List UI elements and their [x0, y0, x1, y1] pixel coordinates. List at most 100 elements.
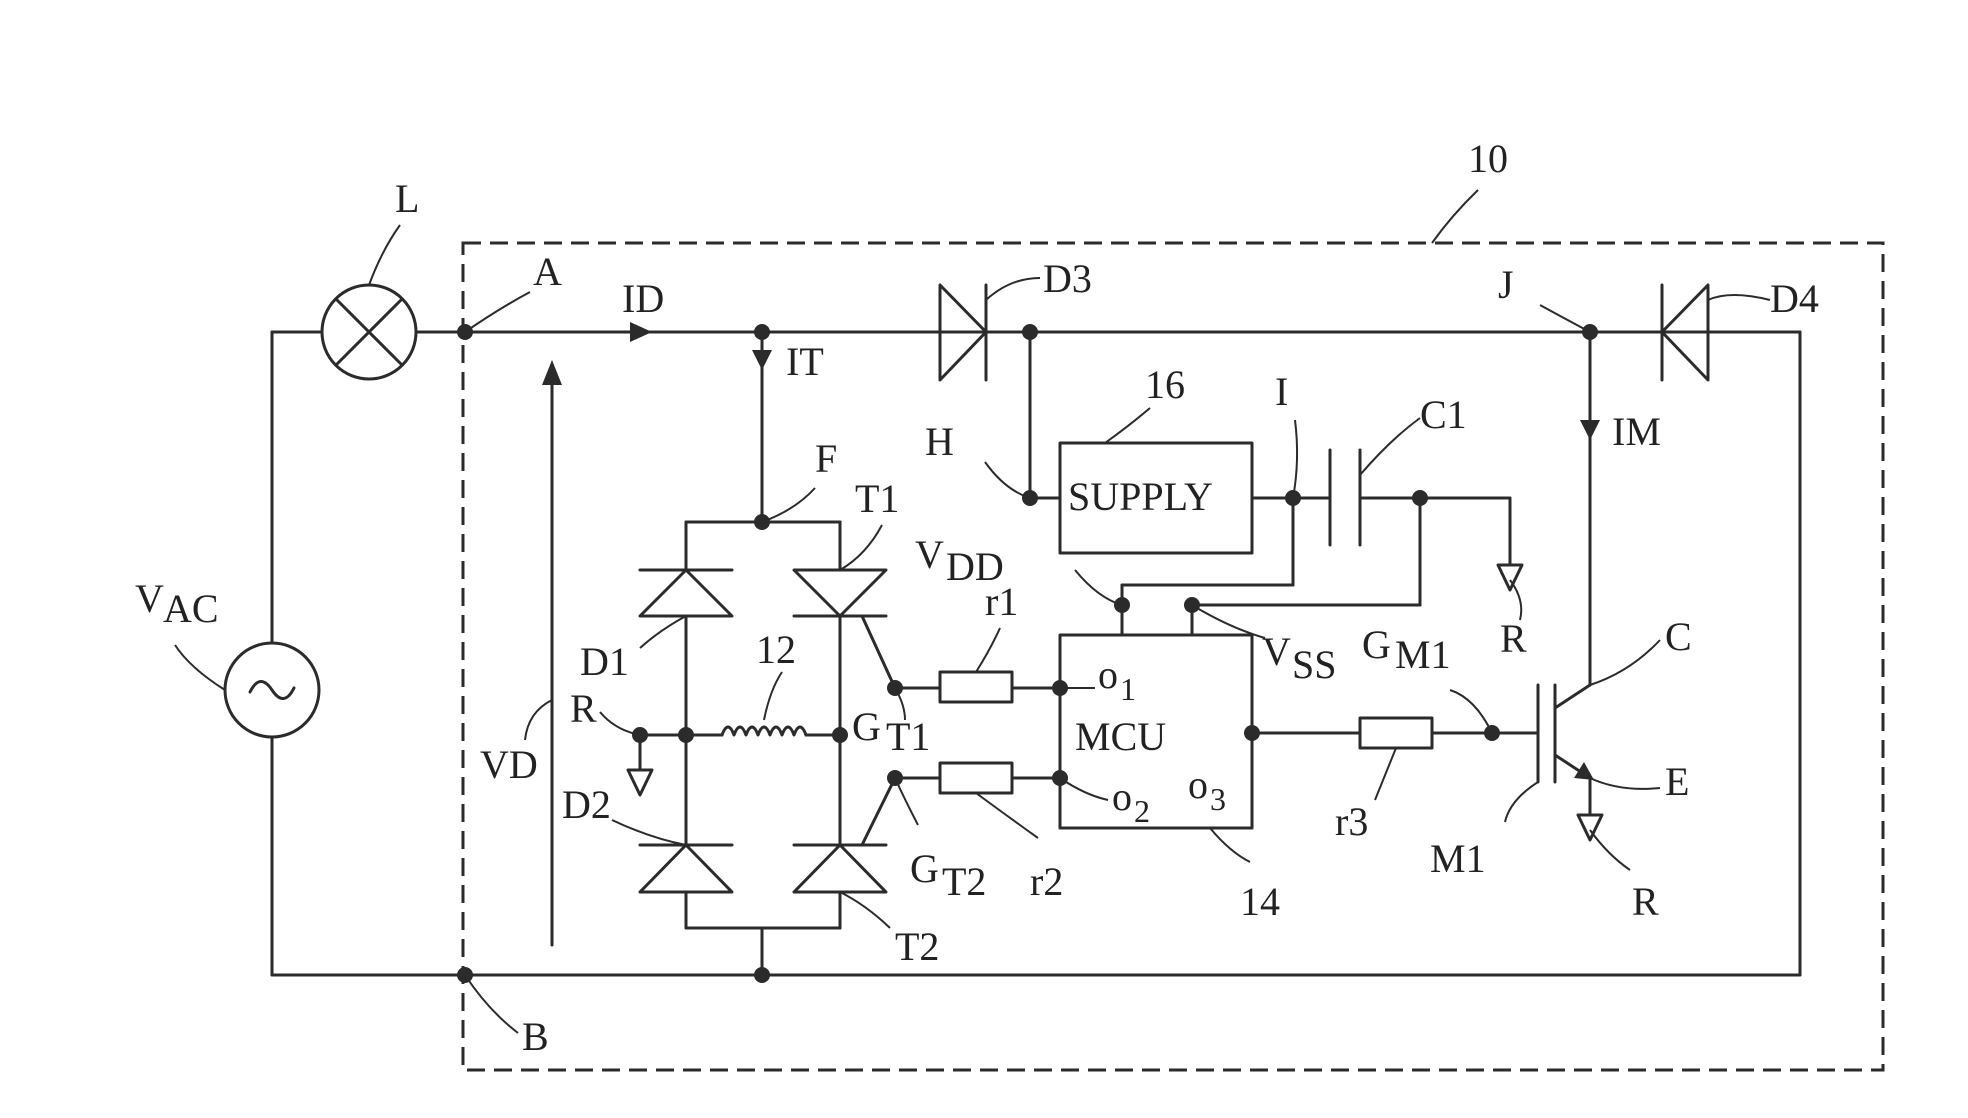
node-mid-t — [832, 727, 848, 743]
label-vd: VD — [480, 742, 538, 787]
label-vac-sub: AC — [163, 586, 219, 631]
label-d3: D3 — [1043, 256, 1092, 301]
label-mcu: MCU — [1075, 714, 1166, 759]
leader-d4 — [1708, 295, 1770, 300]
leader-r2 — [976, 793, 1038, 838]
label-ref-12: 12 — [756, 627, 796, 672]
label-o1-main: o — [1098, 652, 1118, 697]
label-id: ID — [622, 276, 664, 321]
leader-b — [465, 975, 518, 1033]
leader-r-emitter — [1590, 830, 1630, 870]
ground-cap-icon — [1498, 565, 1522, 590]
label-vss-sub: SS — [1292, 642, 1337, 687]
label-t2: T2 — [895, 924, 939, 969]
label-m1: M1 — [1430, 836, 1486, 881]
label-it: IT — [786, 339, 824, 384]
diode-d1-icon — [640, 570, 732, 616]
label-r-emitter: R — [1632, 879, 1659, 924]
label-supply: SUPPLY — [1068, 474, 1213, 519]
ac-source-icon — [225, 643, 319, 737]
label-a: A — [533, 249, 562, 294]
label-i: I — [1275, 369, 1288, 414]
label-d1: D1 — [580, 639, 629, 684]
leader-vdd — [1075, 570, 1122, 605]
label-o3-sub: 3 — [1210, 781, 1226, 817]
leader-16 — [1105, 408, 1150, 443]
node-c1-out — [1412, 490, 1428, 506]
label-r2: r2 — [1030, 859, 1063, 904]
thyristor-t2-icon — [794, 845, 886, 892]
label-r-left: R — [570, 686, 597, 731]
node-bottom — [754, 967, 770, 983]
leader-d2 — [612, 820, 686, 845]
diode-d2-icon — [640, 845, 732, 892]
current-arrow-id — [630, 322, 652, 342]
leader-d3 — [986, 278, 1040, 300]
label-l: L — [395, 176, 419, 221]
label-vdd-main: V — [915, 532, 944, 577]
leader-gm1 — [1450, 690, 1492, 733]
label-f: F — [815, 436, 837, 481]
label-gm1-main: G — [1362, 622, 1391, 667]
label-c1: C1 — [1420, 392, 1467, 437]
label-o3-main: o — [1188, 762, 1208, 807]
label-h: H — [925, 419, 954, 464]
label-vss-main: V — [1262, 629, 1291, 674]
leader-12 — [764, 672, 782, 720]
leader-f — [762, 488, 815, 522]
label-e: E — [1665, 759, 1689, 804]
node-it — [754, 324, 770, 340]
label-vac-main: V — [135, 576, 164, 621]
label-gm1-sub: M1 — [1395, 632, 1451, 677]
leader-i — [1293, 420, 1297, 498]
leader-vac — [175, 645, 225, 690]
leader-t1 — [840, 525, 882, 570]
leader-m1 — [1505, 782, 1538, 822]
leader-a — [465, 292, 530, 332]
label-d2: D2 — [562, 782, 611, 827]
leader-e — [1590, 778, 1660, 789]
label-gt1-sub: T1 — [886, 714, 930, 759]
igbt-m1-icon — [1538, 685, 1594, 815]
label-c: C — [1665, 614, 1692, 659]
ground-left-icon — [628, 770, 652, 795]
label-r-cap: R — [1500, 616, 1527, 661]
node-mid-d — [678, 727, 694, 743]
leader-h — [985, 462, 1030, 498]
label-b: B — [522, 1014, 549, 1059]
vd-arrow-head — [542, 360, 562, 385]
label-im: IM — [1612, 409, 1661, 454]
label-j: J — [1498, 262, 1514, 307]
resistor-r1-icon — [940, 672, 1012, 702]
capacitor-c1-icon — [1330, 450, 1360, 545]
leader-t2 — [840, 892, 890, 928]
resistor-r3-icon — [1360, 718, 1432, 748]
lamp-icon — [322, 285, 416, 379]
inductor-12-icon — [722, 727, 806, 735]
leader-j — [1540, 305, 1590, 332]
label-gt1-main: G — [852, 704, 881, 749]
label-o1-sub: 1 — [1120, 671, 1136, 707]
label-gt2-main: G — [910, 846, 939, 891]
thyristor-t1-icon — [794, 570, 886, 616]
leader-r1 — [976, 628, 1000, 672]
label-vdd-sub: DD — [946, 544, 1004, 589]
leader-l — [369, 225, 400, 285]
current-arrow-im — [1580, 420, 1600, 440]
leader-d1 — [640, 616, 686, 648]
wire-gt2 — [862, 778, 895, 845]
resistor-r2-icon — [940, 763, 1012, 793]
current-arrow-it — [752, 350, 772, 370]
leader-c1 — [1360, 418, 1420, 475]
label-t1: T1 — [855, 476, 899, 521]
leader-vd — [525, 700, 552, 740]
wire-gt1 — [862, 616, 895, 688]
label-ref-14: 14 — [1240, 879, 1280, 924]
leader-c — [1590, 640, 1660, 685]
label-ref-16: 16 — [1145, 362, 1185, 407]
label-d4: D4 — [1770, 276, 1819, 321]
label-o2-sub: 2 — [1134, 793, 1150, 829]
label-r3: r3 — [1335, 799, 1368, 844]
label-gt2-sub: T2 — [942, 859, 986, 904]
